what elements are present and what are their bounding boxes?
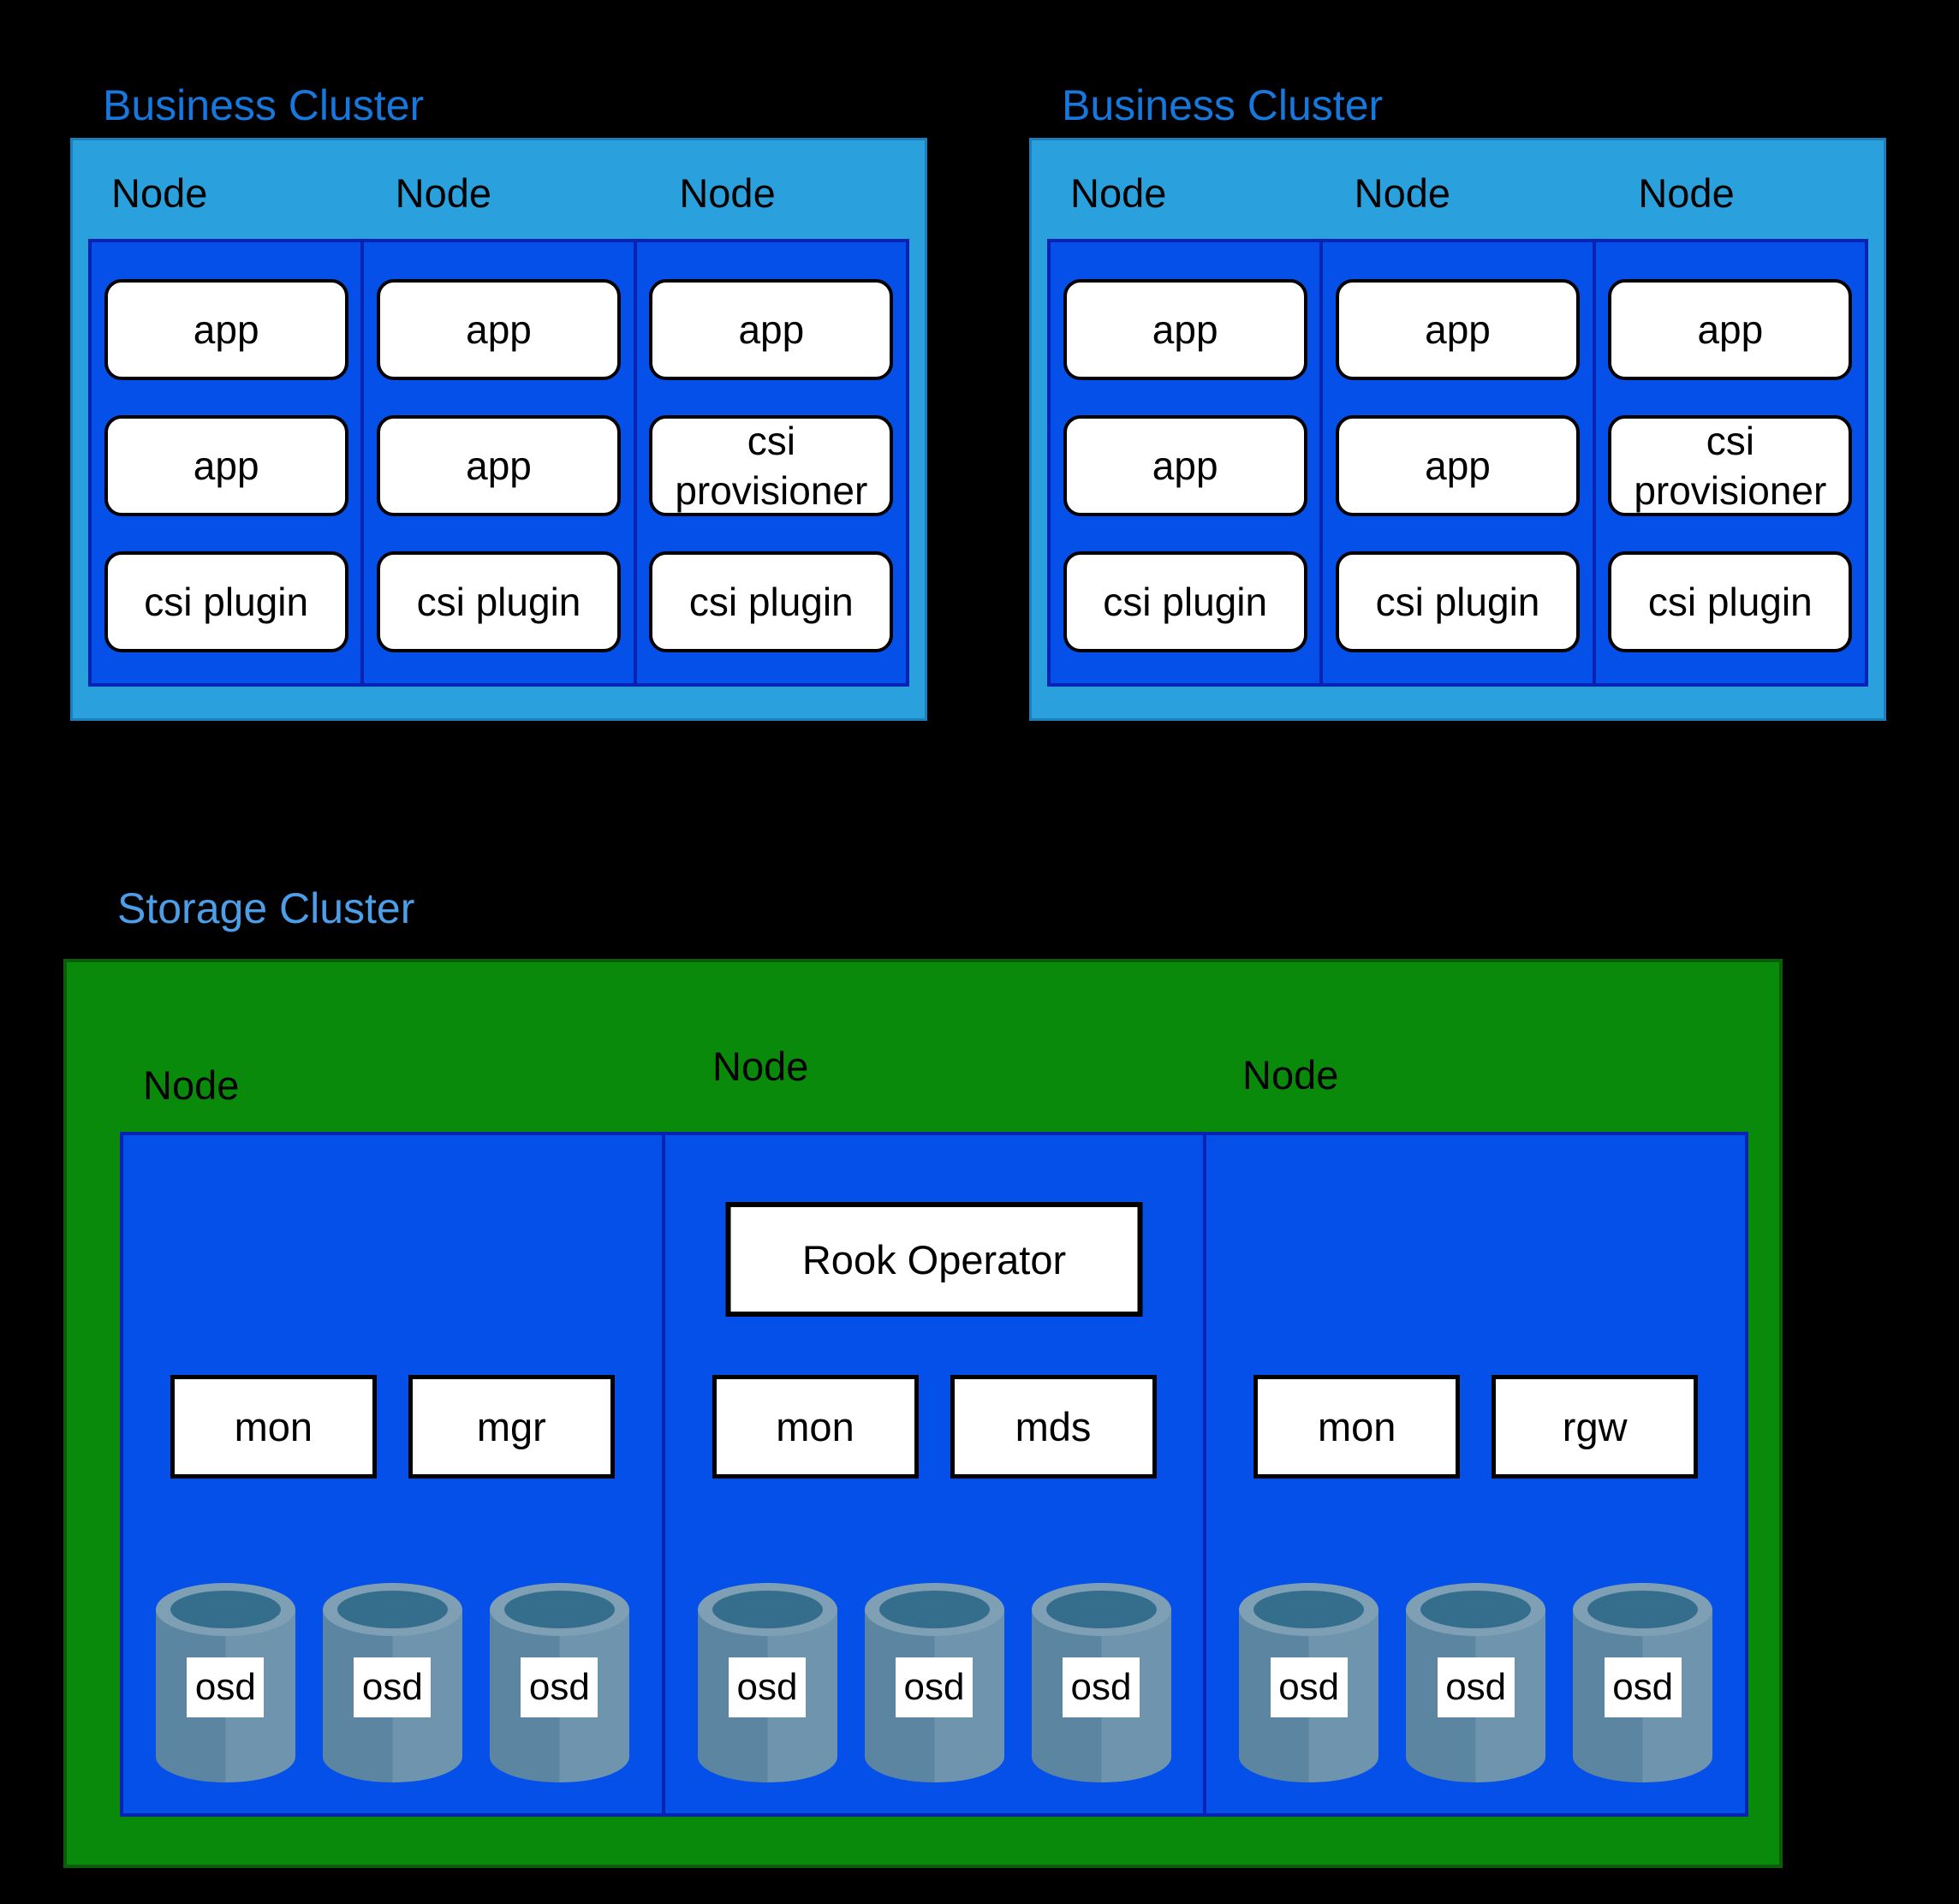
pod-app: app — [104, 279, 348, 380]
osd-cylinder: osd — [1239, 1583, 1379, 1782]
osd-cylinder-opening — [170, 1591, 281, 1628]
service-row: mon mds — [665, 1375, 1204, 1479]
node-column: app app csi plugin — [1051, 242, 1319, 683]
node-label: Node — [1638, 170, 1735, 216]
osd-cylinder: osd — [489, 1583, 629, 1782]
service-rgw: rgw — [1492, 1375, 1699, 1479]
osd-cylinder: osd — [1406, 1583, 1546, 1782]
osd-label: osd — [1604, 1657, 1682, 1717]
osd-cylinder: osd — [155, 1583, 295, 1782]
service-mon: mon — [1253, 1375, 1461, 1479]
osd-cylinder-opening — [503, 1591, 615, 1628]
storage-node-area: mon mgr osd osd — [120, 1132, 1748, 1817]
pod-csi-provisioner: csi provisioner — [1608, 415, 1853, 516]
osd-cylinder-opening — [712, 1591, 823, 1628]
business-cluster-2-title: Business Cluster — [1062, 81, 1384, 129]
pod-app: app — [649, 279, 894, 380]
business-cluster-1-title: Business Cluster — [103, 81, 425, 129]
pod-csi-plugin: csi plugin — [649, 551, 894, 652]
node-column: app csi provisioner csi plugin — [1592, 242, 1865, 683]
storage-cluster-title: Storage Cluster — [117, 884, 415, 932]
osd-cylinder: osd — [1573, 1583, 1713, 1782]
pod-csi-plugin: csi plugin — [104, 551, 348, 652]
pod-app: app — [104, 415, 348, 516]
business-cluster-2-node-area: app app csi plugin app app csi plugin ap… — [1047, 239, 1868, 687]
business-cluster-2-node-header: Node Node Node — [1032, 140, 1884, 239]
storage-node-column-3: mon rgw osd osd — [1203, 1135, 1745, 1813]
storage-node-column-2: Rook Operator mon mds osd — [661, 1135, 1204, 1813]
business-cluster-2: Node Node Node app app csi plugin app ap… — [1029, 138, 1886, 721]
pod-app: app — [1608, 279, 1853, 380]
osd-label: osd — [354, 1657, 432, 1717]
node-label: Node — [712, 1044, 809, 1089]
service-mgr: mgr — [408, 1375, 615, 1479]
osd-label: osd — [896, 1657, 973, 1717]
pod-csi-provisioner: csi provisioner — [649, 415, 894, 516]
osd-cylinder-opening — [878, 1591, 990, 1628]
osd-cylinder-opening — [1420, 1591, 1532, 1628]
node-label: Node — [1070, 170, 1167, 216]
node-column: app app csi plugin — [92, 242, 360, 683]
osd-row: osd osd osd — [665, 1583, 1204, 1782]
service-mon: mon — [712, 1375, 919, 1479]
pod-app: app — [1335, 415, 1580, 516]
pod-app: app — [1063, 279, 1307, 380]
node-column: app app csi plugin — [1319, 242, 1592, 683]
node-label: Node — [111, 170, 208, 216]
osd-cylinder-opening — [1587, 1591, 1699, 1628]
osd-row: osd osd osd — [1206, 1583, 1745, 1782]
osd-cylinder-opening — [336, 1591, 448, 1628]
osd-cylinder: osd — [1031, 1583, 1171, 1782]
osd-label: osd — [187, 1657, 265, 1717]
osd-label: osd — [729, 1657, 806, 1717]
osd-cylinder: osd — [322, 1583, 462, 1782]
osd-label: osd — [1270, 1657, 1348, 1717]
node-column: app app csi plugin — [360, 242, 633, 683]
node-label: Node — [679, 170, 776, 216]
osd-cylinder: osd — [864, 1583, 1004, 1782]
pod-app: app — [376, 279, 621, 380]
pod-app: app — [376, 415, 621, 516]
node-label: Node — [395, 170, 492, 216]
pod-app: app — [1063, 415, 1307, 516]
node-column: app csi provisioner csi plugin — [633, 242, 906, 683]
pod-csi-plugin: csi plugin — [1335, 551, 1580, 652]
pod-csi-plugin: csi plugin — [376, 551, 621, 652]
osd-cylinder-opening — [1045, 1591, 1157, 1628]
pod-csi-plugin: csi plugin — [1608, 551, 1853, 652]
storage-node-column-1: mon mgr osd osd — [123, 1135, 662, 1813]
rook-operator-box: Rook Operator — [725, 1202, 1143, 1317]
service-row: mon rgw — [1206, 1375, 1745, 1479]
osd-cylinder-opening — [1253, 1591, 1365, 1628]
service-mon: mon — [170, 1375, 377, 1479]
node-label: Node — [143, 1062, 240, 1108]
pod-app: app — [1335, 279, 1580, 380]
osd-label: osd — [521, 1657, 598, 1717]
pod-csi-plugin: csi plugin — [1063, 551, 1307, 652]
osd-label: osd — [1063, 1657, 1140, 1717]
service-row: mon mgr — [123, 1375, 662, 1479]
business-cluster-1-node-header: Node Node Node — [73, 140, 925, 239]
service-mds: mds — [950, 1375, 1157, 1479]
storage-cluster: Node Node Node mon mgr osd — [63, 959, 1783, 1868]
node-label: Node — [1354, 170, 1451, 216]
business-cluster-1: Node Node Node app app csi plugin app ap… — [70, 138, 927, 721]
osd-row: osd osd osd — [123, 1583, 662, 1782]
osd-cylinder: osd — [697, 1583, 837, 1782]
node-label: Node — [1242, 1052, 1339, 1098]
osd-label: osd — [1437, 1657, 1515, 1717]
business-cluster-1-node-area: app app csi plugin app app csi plugin ap… — [88, 239, 909, 687]
